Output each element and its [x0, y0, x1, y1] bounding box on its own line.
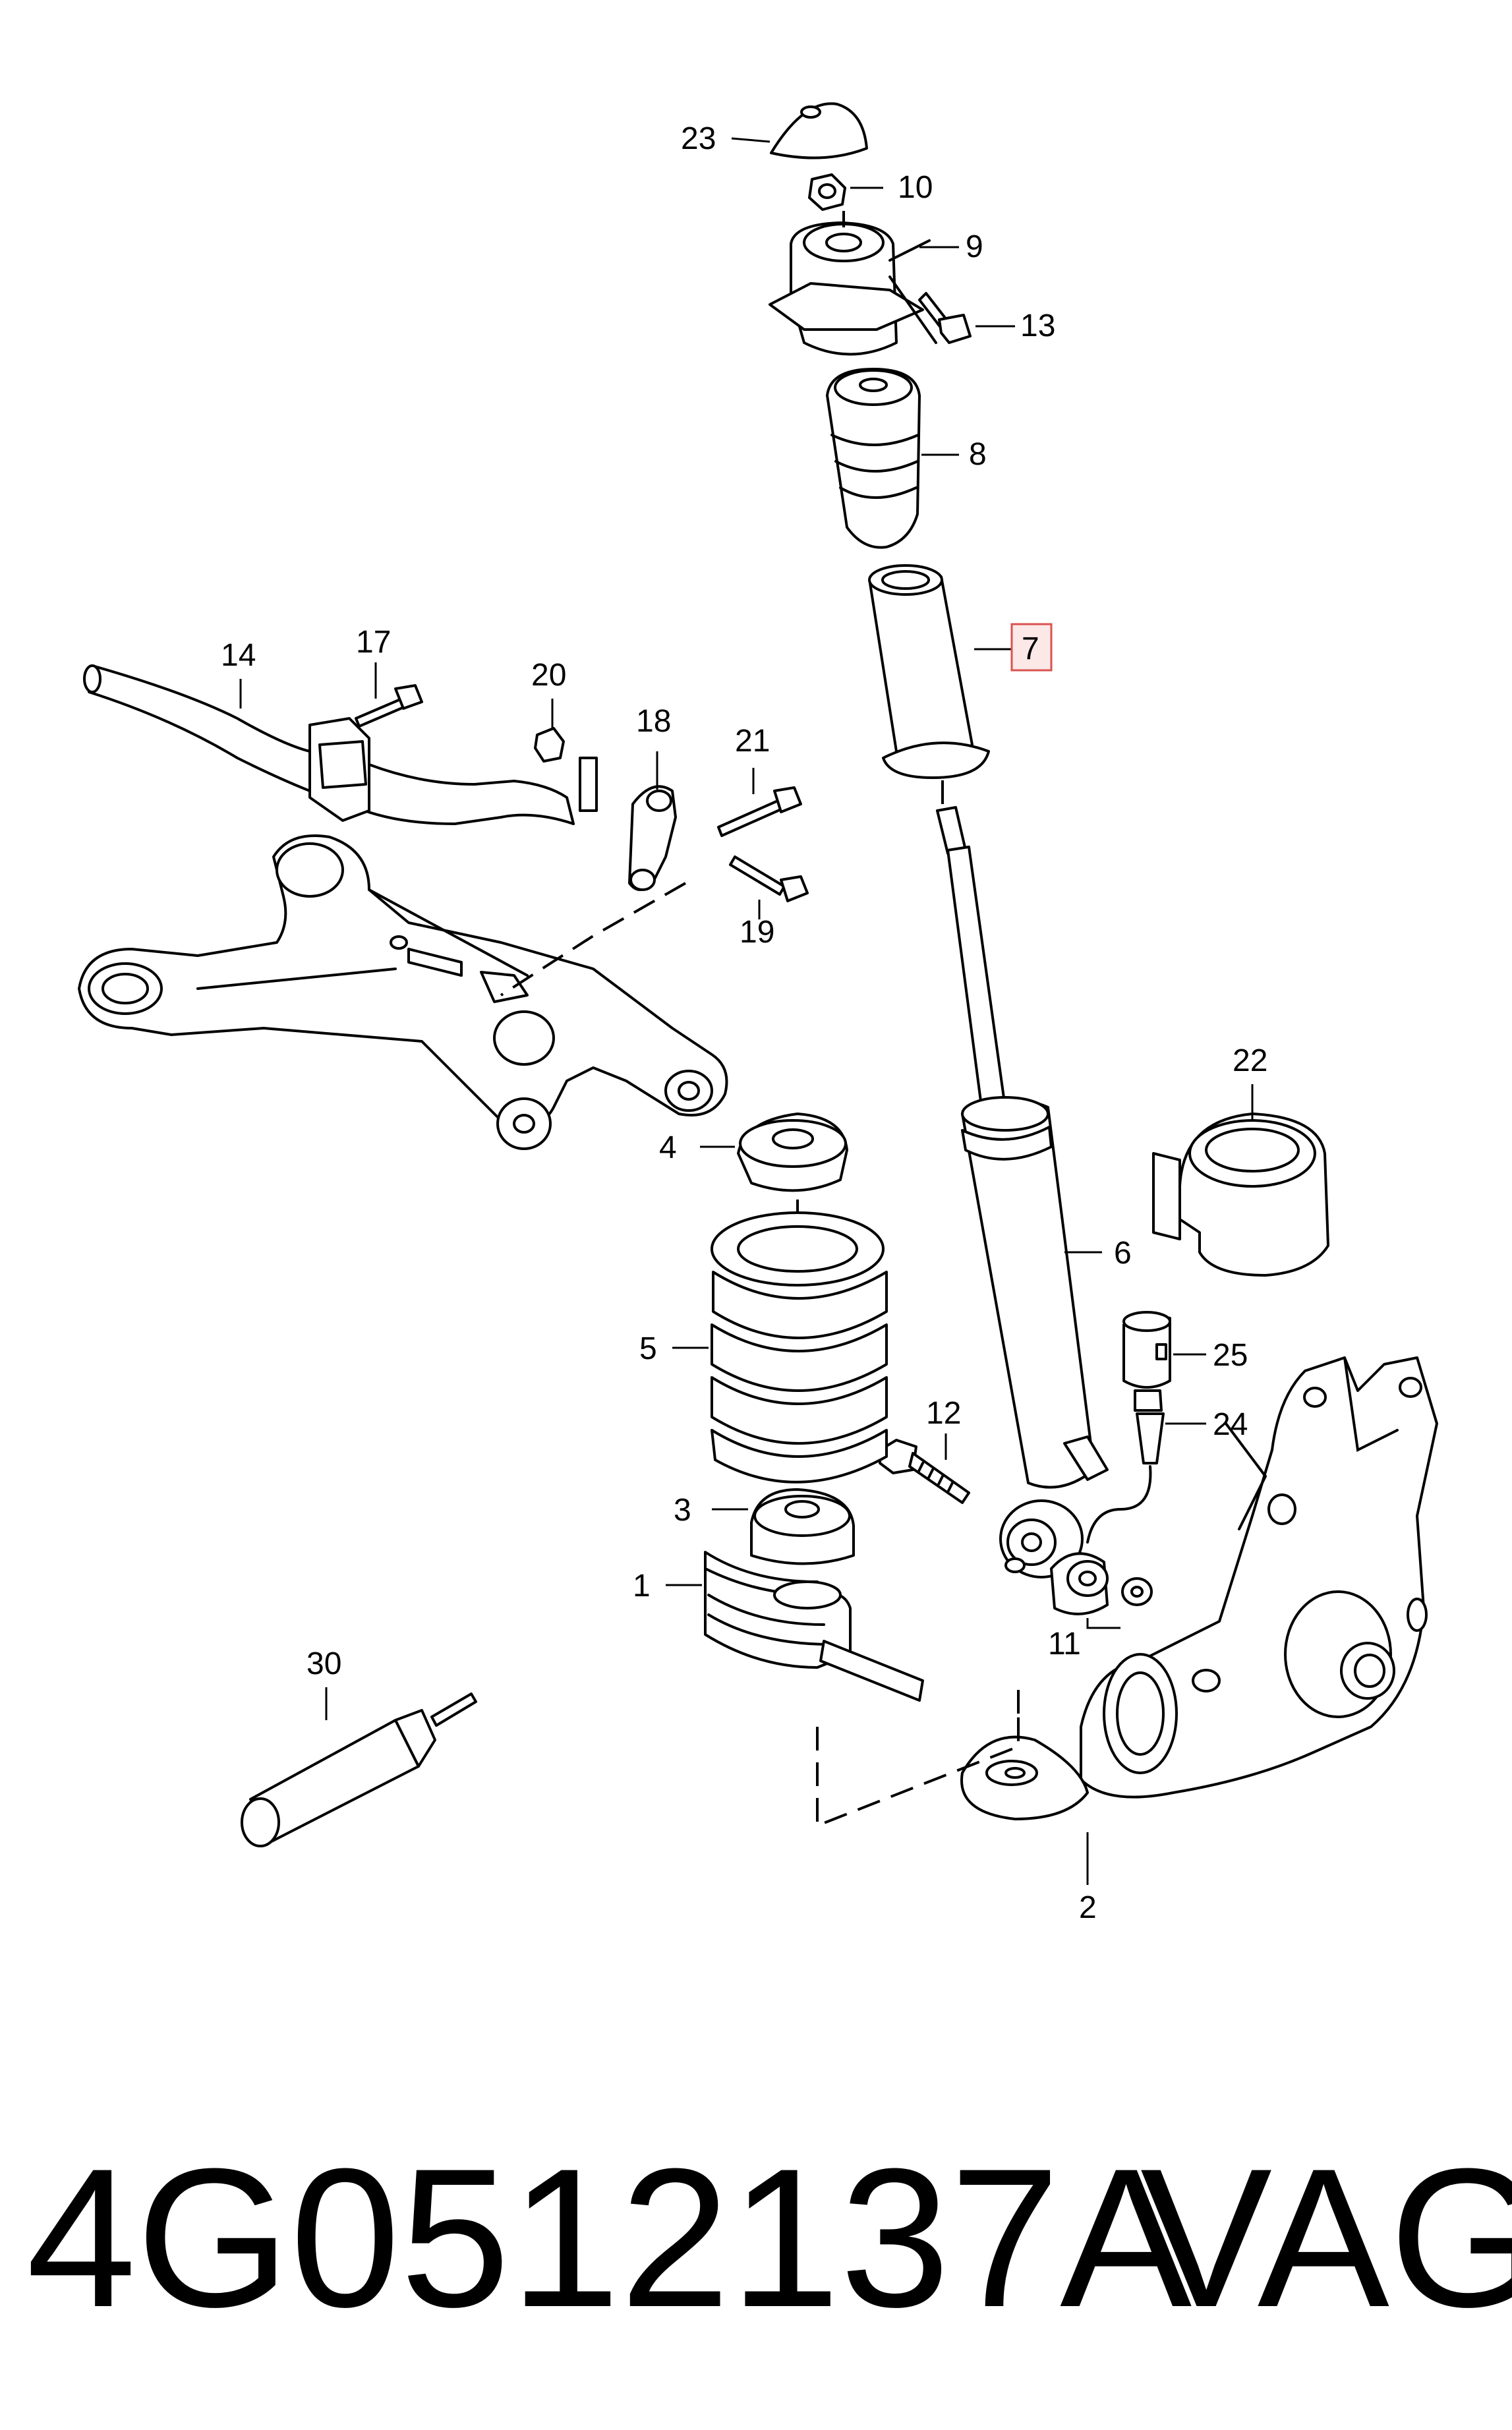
assembly-lines — [500, 211, 1020, 1828]
part-3-lower-seat — [750, 1488, 855, 1565]
callout-9: 9 — [966, 229, 983, 264]
part-17-clamp — [308, 684, 423, 822]
part-number-text: 4G0512137A — [26, 2127, 1192, 2348]
callout-5: 5 — [639, 1331, 657, 1366]
callout-7: 7 — [1022, 631, 1039, 666]
part-14-stabilizer-bar — [83, 664, 575, 825]
part-23-cap — [770, 102, 868, 159]
part-8-bump-stop — [826, 368, 921, 549]
callout-11: 11 — [1048, 1627, 1081, 1662]
part-21-bolt — [717, 786, 802, 837]
callout-24: 24 — [1213, 1407, 1248, 1442]
callout-1: 1 — [633, 1569, 651, 1604]
subframe — [78, 834, 728, 1150]
part-1-spring-pad — [704, 1551, 924, 1702]
callout-21: 21 — [735, 724, 770, 759]
part-30-tube — [241, 1692, 477, 1847]
callout-18: 18 — [636, 704, 671, 739]
part-18-coupling-rod — [579, 757, 677, 891]
part-10-nut — [808, 173, 846, 211]
part-11-bushing — [1004, 1552, 1153, 1615]
highlight-box-7 — [1010, 623, 1053, 672]
part-22-bushing — [1152, 1113, 1329, 1277]
callout-14: 14 — [221, 638, 256, 673]
callout-30: 30 — [306, 1646, 341, 1681]
part-24-sensor — [1086, 1389, 1165, 1544]
leader-lines — [239, 137, 1254, 1885]
callout-4: 4 — [659, 1130, 677, 1165]
part-19-bolt — [729, 855, 809, 902]
part-5-coil-spring — [711, 1211, 888, 1484]
callout-19: 19 — [740, 915, 774, 950]
callout-22: 22 — [1233, 1043, 1267, 1078]
callout-8: 8 — [969, 437, 987, 472]
callout-3: 3 — [674, 1493, 691, 1528]
callout-2: 2 — [1079, 1890, 1097, 1925]
part-9-strut-mount — [769, 221, 937, 356]
callout-labels: 23 10 9 13 8 7 14 17 20 18 21 19 22 4 6 … — [221, 121, 1267, 1925]
callout-10: 10 — [898, 170, 933, 205]
part-7-dust-boot — [868, 564, 990, 779]
callout-6: 6 — [1114, 1236, 1132, 1271]
callout-25: 25 — [1213, 1338, 1248, 1373]
part-12-bolt — [879, 1439, 970, 1504]
part-4-spring-seat — [737, 1113, 848, 1192]
callout-12: 12 — [926, 1396, 961, 1431]
callout-23: 23 — [681, 121, 716, 156]
callout-20: 20 — [531, 658, 566, 693]
callout-17: 17 — [356, 625, 391, 660]
part-13-bolt — [918, 292, 972, 344]
brand-text: VAG — [1140, 2127, 1512, 2348]
part-25-connector — [1122, 1311, 1171, 1389]
part-20-nut — [534, 727, 565, 763]
callout-13: 13 — [1020, 308, 1055, 343]
part-6-shock-absorber — [936, 806, 1109, 1578]
